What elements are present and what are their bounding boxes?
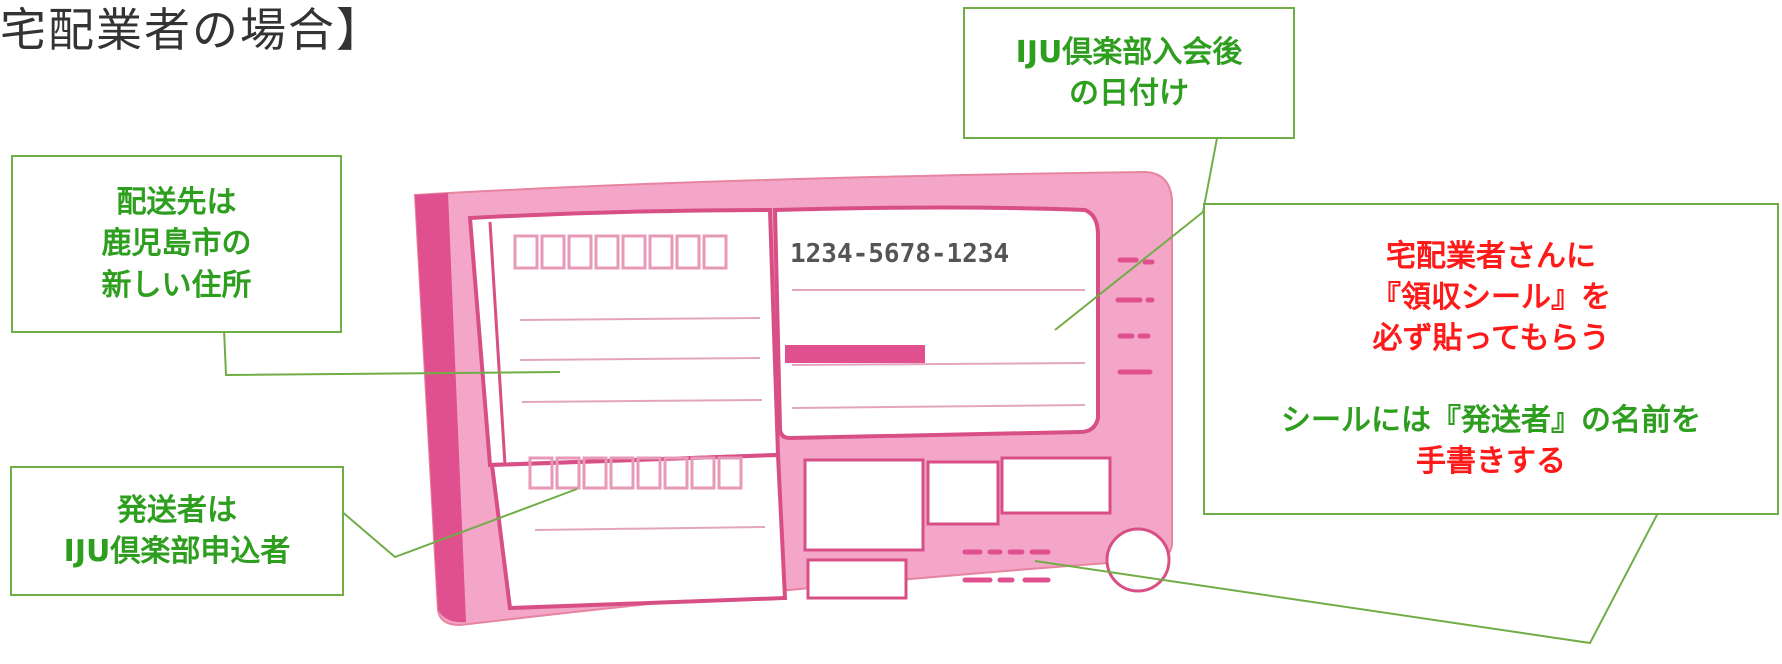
callout-line: 鹿児島市の	[101, 226, 252, 262]
callout-line: 新しい住所	[101, 267, 252, 303]
callout-line: シールには『発送者』の名前を	[1281, 402, 1701, 438]
callout-line-emphasis: 必ず貼ってもらう	[1372, 321, 1610, 357]
stamp-box-4	[806, 558, 908, 600]
callout-line: 配送先は	[116, 184, 237, 220]
postal-code-boxes-top	[513, 234, 728, 270]
callout-line-emphasis: 『領収シール』を	[1371, 279, 1611, 315]
slip-spine	[415, 193, 466, 623]
callout-line: IJU倶楽部申込者	[63, 534, 291, 569]
callout-destination: 配送先は 鹿児島市の 新しい住所	[11, 155, 342, 333]
seal-circle	[1105, 527, 1171, 593]
callout-receipt-sticker: 宅配業者さんに 『領収シール』を 必ず貼ってもらう シールには『発送者』の名前を…	[1203, 203, 1779, 515]
callout-line-emphasis: 手書きする	[1416, 444, 1566, 480]
callout-join-date: IJU倶楽部入会後 の日付け	[963, 7, 1295, 139]
callout-line: IJU倶楽部入会後	[1015, 34, 1243, 70]
tracking-panel	[772, 205, 1100, 441]
callout-line: 発送者は	[117, 492, 237, 528]
callout-line-emphasis: 宅配業者さんに	[1386, 238, 1596, 274]
stamp-box-3	[1000, 456, 1112, 515]
page-title: 宅配業者の場合】	[0, 3, 384, 57]
stamp-box-1	[803, 458, 925, 552]
callout-line: の日付け	[1069, 76, 1189, 111]
callout-sender: 発送者は IJU倶楽部申込者	[10, 466, 344, 596]
barcode-strip	[785, 345, 925, 363]
stamp-box-2	[926, 460, 1000, 526]
tracking-number: 1234-5678-1234	[790, 239, 1009, 269]
